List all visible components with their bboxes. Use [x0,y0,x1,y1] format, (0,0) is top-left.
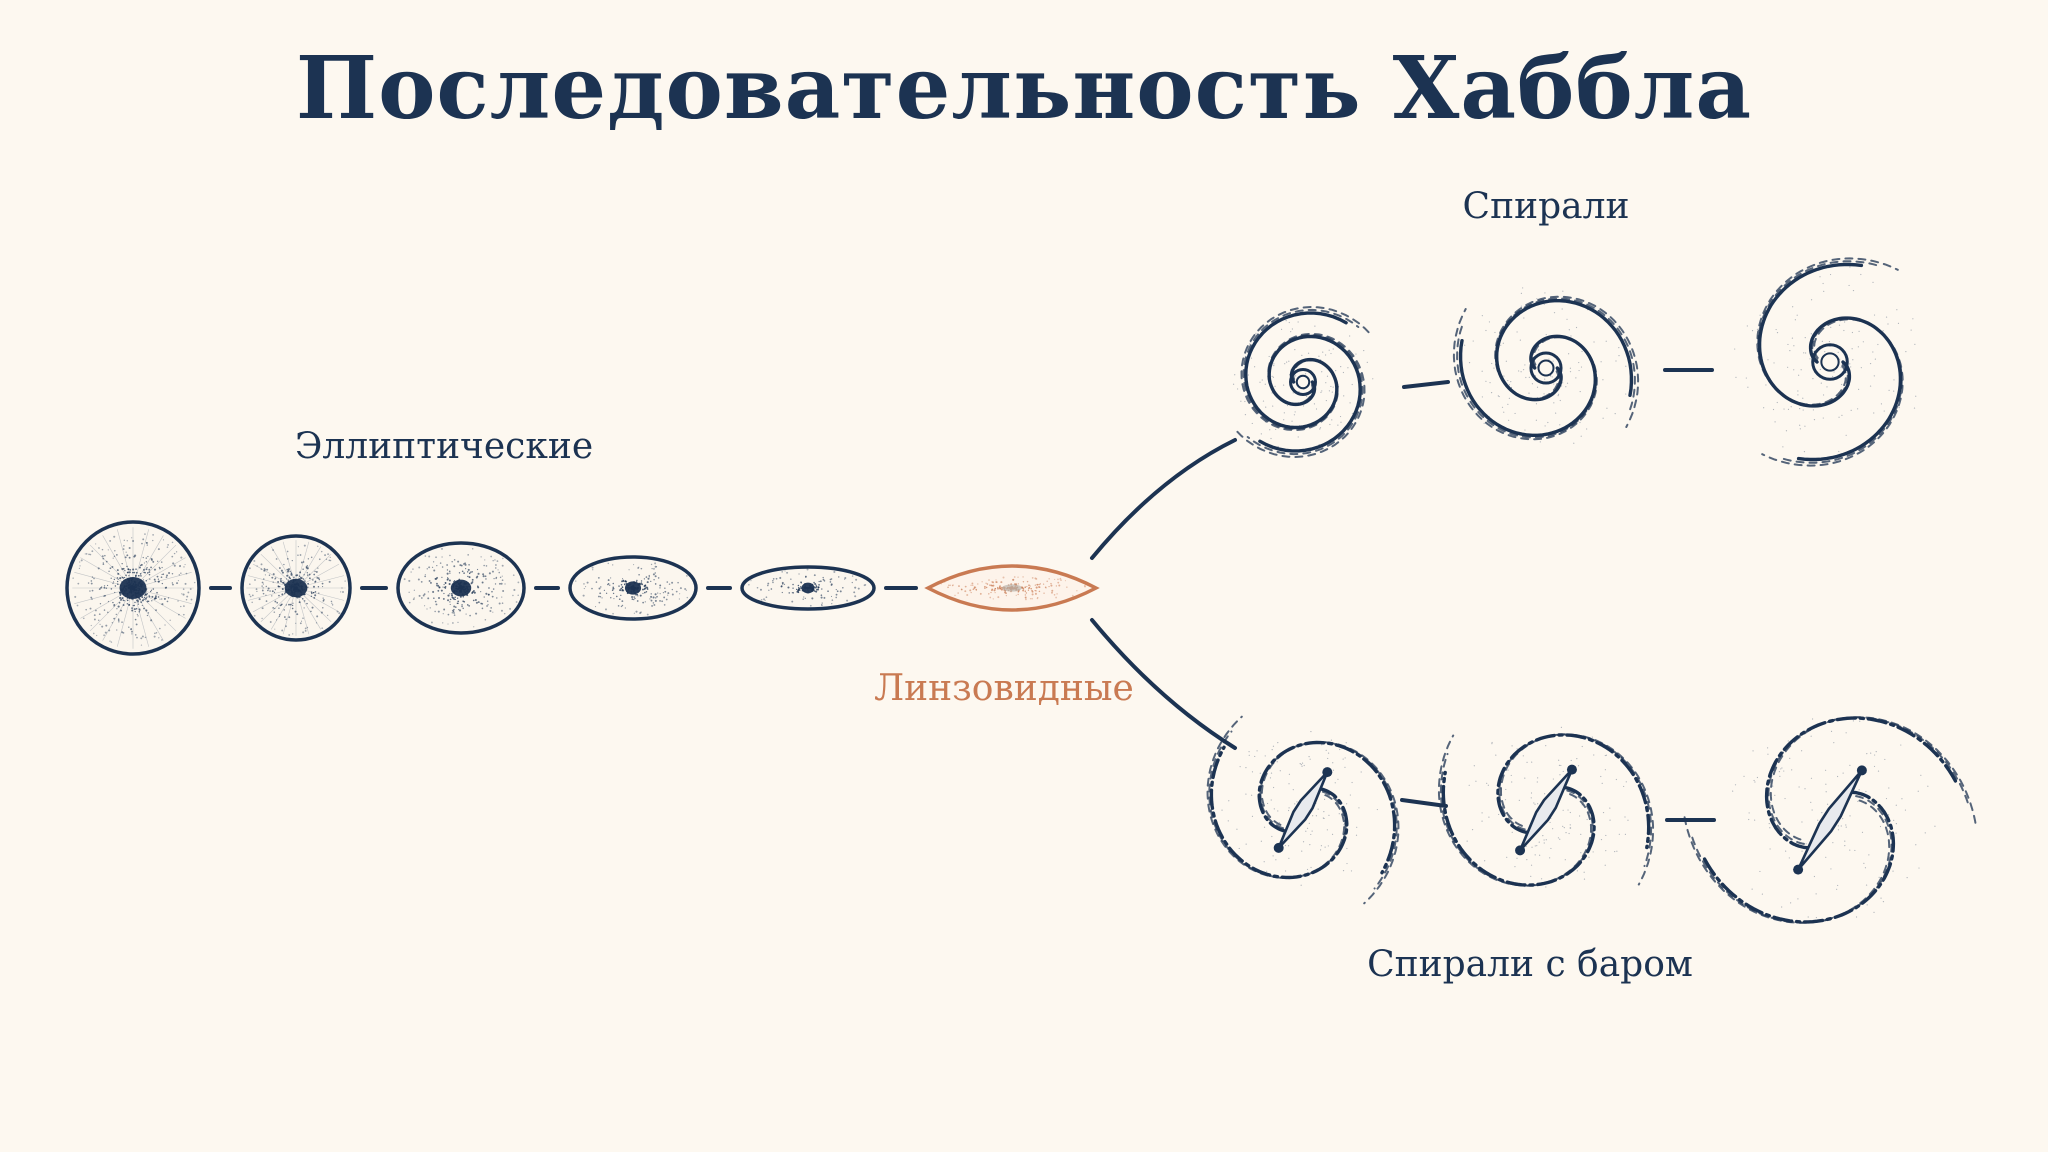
spiral-galaxy-icon [1734,257,1917,467]
spiral-galaxy-icon [1452,287,1640,444]
elliptical-galaxy-icon [740,565,876,611]
elliptical-galaxy-icon [396,541,526,635]
barred-spiral-galaxy-icon [1682,716,1978,924]
branch-line-lower [1090,618,1237,750]
elliptical-label: Эллиптические [294,426,594,467]
barred-spiral-galaxy-icon [1437,726,1655,888]
branch-line-upper [1090,438,1237,560]
elliptical-galaxy-icon [240,534,352,642]
spiral-label: Спирали [1462,186,1630,227]
connector-line [1400,798,1448,808]
spiral-galaxy-icon [1232,305,1374,459]
barred-spiral-label: Спирали с баром [1367,944,1693,985]
barred-spiral-galaxy-icon [1206,715,1400,905]
lenticular-galaxy-icon [924,564,1100,612]
connector-line [1402,380,1450,389]
page-title: Последовательность Хаббла [295,38,1753,139]
elliptical-galaxy-icon [568,555,698,621]
elliptical-galaxy-icon [65,520,201,656]
lenticular-label: Линзовидные [874,668,1134,709]
